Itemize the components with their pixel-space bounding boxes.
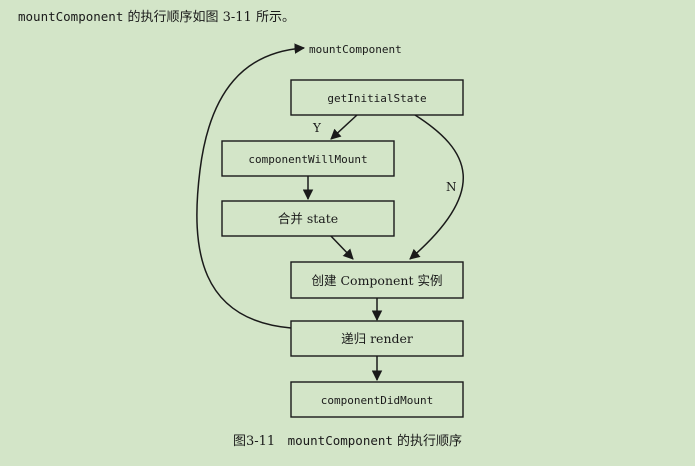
top-label-mount-component: mountComponent [309,43,402,56]
node-recursive-render-label: 递归 render [341,331,413,346]
node-get-initial-state: getInitialState [290,79,464,116]
node-component-did-mount: componentDidMount [290,381,464,418]
node-get-initial-state-label: getInitialState [327,92,426,105]
node-component-will-mount-label: componentWillMount [248,153,367,166]
edge-merge-to-create [327,232,354,260]
edge-initial-to-will-mount [330,114,358,140]
node-component-will-mount: componentWillMount [221,140,395,177]
node-create-component: 创建 Component 实例 [290,261,464,299]
caption-code: mountComponent [287,433,393,448]
node-recursive-render: 递归 render [290,320,464,357]
intro-paragraph: mountComponent 的执行顺序如图 3-11 所示。 [18,8,295,27]
intro-text: 的执行顺序如图 3-11 所示。 [123,10,295,25]
edge-label-yes: Y [312,121,322,135]
node-component-did-mount-label: componentDidMount [321,394,434,407]
caption-text: 的执行顺序 [392,434,463,449]
caption-figure-number: 图3-11 [232,434,276,449]
edge-initial-to-create [409,114,465,260]
node-merge-state-label: 合并 state [278,211,338,226]
node-merge-state: 合并 state [221,200,395,237]
edge-render-loop-back [196,43,306,329]
intro-code: mountComponent [18,9,124,24]
edge-label-no: N [446,180,457,194]
figure-caption: 图3-11 mountComponent 的执行顺序 [0,430,695,449]
node-create-component-label: 创建 Component 实例 [312,273,443,288]
